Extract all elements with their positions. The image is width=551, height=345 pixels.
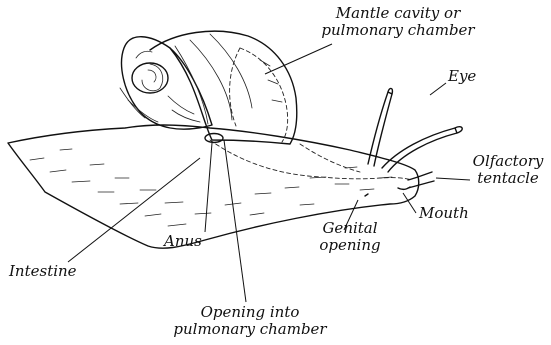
pulmonary-opening (205, 134, 223, 143)
label-intestine: Intestine (9, 263, 77, 280)
leader-mantle-cavity (265, 44, 332, 74)
label-mantle-cavity-line1: Mantle cavity or (283, 5, 513, 22)
eye-stalk-front (382, 128, 457, 172)
label-opening-line2: pulmonary chamber (150, 321, 350, 338)
leader-anus (205, 143, 212, 232)
label-olfactory-line1: Olfactory (468, 153, 548, 170)
leader-eye (430, 83, 446, 95)
label-opening-into-pulmonary-chamber: Opening into pulmonary chamber (150, 304, 350, 338)
label-eye: Eye (448, 68, 476, 85)
label-anus: Anus (164, 233, 202, 250)
label-mouth: Mouth (419, 205, 469, 222)
label-genital-line1: Genital (302, 220, 398, 237)
olfactory-tentacle-upper (408, 172, 432, 180)
genital-opening-mark (365, 194, 368, 196)
leader-opening-pulmonary (224, 140, 246, 302)
label-olfactory-tentacle: Olfactory tentacle (468, 153, 548, 187)
olfactory-tentacle-lower (408, 181, 434, 188)
label-genital-line2: opening (302, 237, 398, 254)
label-olfactory-line2: tentacle (468, 170, 548, 187)
leader-olfactory (436, 178, 470, 180)
label-genital-opening: Genital opening (302, 220, 398, 254)
label-mantle-cavity: Mantle cavity or pulmonary chamber (283, 5, 513, 39)
label-opening-line1: Opening into (150, 304, 350, 321)
digestive-tract (210, 140, 412, 180)
shell (120, 31, 297, 144)
label-mantle-cavity-line2: pulmonary chamber (283, 22, 513, 39)
